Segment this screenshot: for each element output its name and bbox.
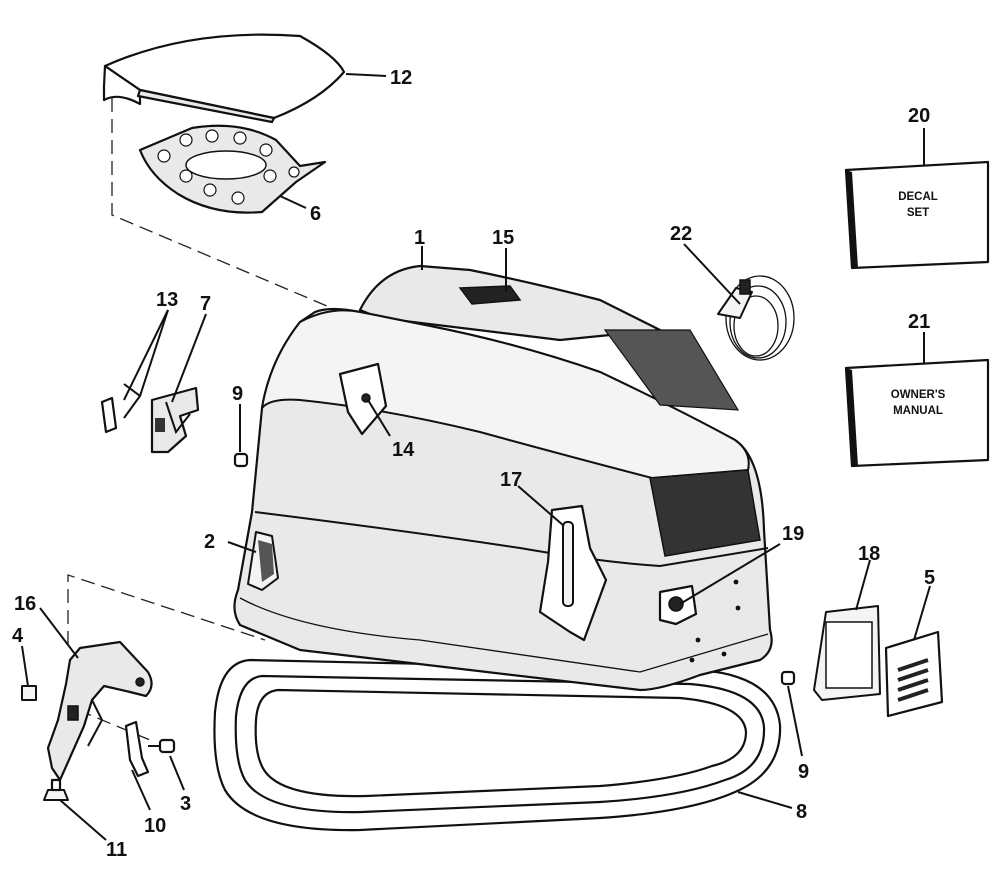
hole (733, 579, 739, 585)
callout-18: 18 (858, 543, 880, 565)
lanyard-cord-part (717, 275, 795, 361)
callout-19: 19 (782, 523, 804, 545)
manual-box-line1: OWNER'S (891, 389, 946, 401)
bolt-part (148, 738, 176, 754)
decal-set-box: DECAL SET (844, 160, 990, 270)
access-panel-part (813, 605, 881, 701)
top-cover-part (102, 33, 346, 124)
callout-3: 3 (180, 793, 191, 815)
manual-box-line2: MANUAL (893, 405, 943, 417)
callout-9-upper: 9 (232, 383, 243, 405)
owners-manual-box: OWNER'S MANUAL (844, 358, 990, 468)
decal-box-line1: DECAL (898, 191, 938, 203)
callout-labels: 12 6 1 15 22 20 21 13 7 9 14 2 17 19 18 … (12, 67, 935, 861)
callout-5: 5 (924, 567, 935, 589)
clip-part (124, 720, 150, 778)
callout-14: 14 (392, 439, 415, 461)
screw-upper-part (233, 452, 249, 468)
callout-9-lower: 9 (798, 761, 809, 783)
nut-part (21, 685, 37, 701)
assembly-line-bracket (67, 574, 266, 645)
callout-17: 17 (500, 469, 522, 491)
callout-10: 10 (144, 815, 166, 837)
callout-22: 22 (670, 223, 692, 245)
callout-7: 7 (200, 293, 211, 315)
assembly-line-top (111, 98, 361, 321)
callout-11: 11 (106, 839, 127, 861)
base-seal-part (213, 658, 782, 832)
latch-plate-part (338, 362, 388, 436)
leader-lines (21, 73, 931, 841)
callout-15: 15 (492, 227, 514, 249)
decal-box-line2: SET (907, 207, 929, 219)
side-patch-part (247, 531, 279, 591)
callout-12: 12 (390, 67, 412, 89)
grommet-plate-part (658, 584, 698, 626)
latch-clip-part (150, 386, 200, 454)
grille-decal-part (884, 630, 944, 718)
latch-slot-part (538, 504, 608, 642)
callout-4: 4 (12, 625, 24, 647)
screw-lower-part (780, 670, 796, 686)
gasket-part (138, 124, 327, 214)
callout-20: 20 (908, 105, 930, 127)
callout-2: 2 (204, 531, 215, 553)
callout-21: 21 (908, 311, 930, 333)
callout-8: 8 (796, 801, 807, 823)
mounting-bracket-part (46, 640, 153, 782)
grommet-part (43, 778, 69, 801)
callout-6: 6 (310, 203, 321, 225)
callout-13: 13 (156, 289, 178, 311)
decal-strip-part (100, 383, 142, 434)
callout-16: 16 (14, 593, 36, 615)
callout-1: 1 (414, 227, 425, 249)
